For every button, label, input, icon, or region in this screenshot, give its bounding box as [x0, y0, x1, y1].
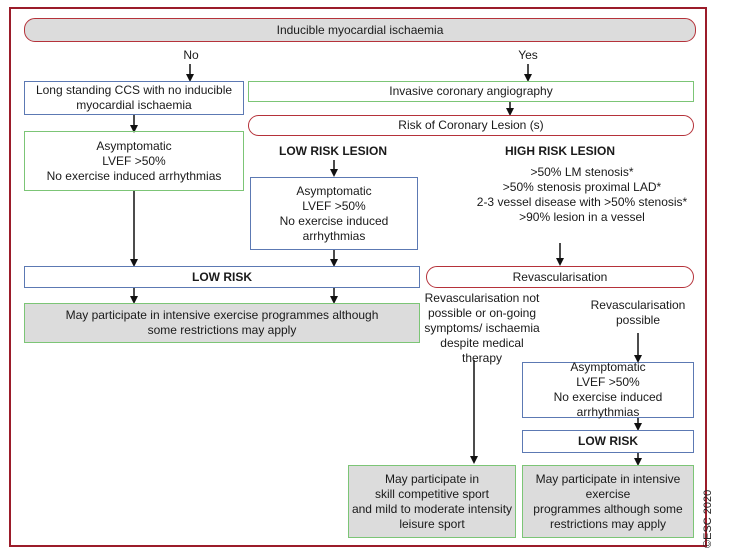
node-long-standing-ccs: Long standing CCS with no inducible myoc…: [24, 81, 244, 115]
node-invasive-angiography: Invasive coronary angiography: [248, 81, 694, 102]
node-low-risk-right: LOW RISK: [522, 430, 694, 453]
node-may-participate-intensive-left: May participate in intensive exercise pr…: [24, 303, 420, 343]
label-no: No: [183, 48, 199, 62]
node-revasc-possible: Revascularisation possible: [590, 298, 686, 327]
node-asymptomatic-left: Asymptomatic LVEF >50% No exercise induc…: [24, 131, 244, 191]
node-high-risk-criteria: >50% LM stenosis* >50% stenosis proximal…: [476, 165, 688, 224]
node-inducible-ischaemia: Inducible myocardial ischaemia: [24, 18, 696, 42]
figure-frame: [9, 7, 707, 547]
node-revasc-not-possible: Revascularisation not possible or on-goi…: [424, 290, 540, 365]
node-asymptomatic-mid: Asymptomatic LVEF >50% No exercise induc…: [250, 177, 418, 250]
label-yes: Yes: [518, 48, 538, 62]
node-low-risk-main: LOW RISK: [24, 266, 420, 288]
node-skill-competitive-sport: May participate in skill competitive spo…: [348, 465, 516, 538]
node-revascularisation: Revascularisation: [426, 266, 694, 288]
node-low-risk-lesion: LOW RISK LESION: [279, 143, 387, 158]
node-asymptomatic-right: Asymptomatic LVEF >50% No exercise induc…: [522, 360, 694, 419]
copyright-text: ©ESC 2020: [702, 489, 714, 548]
node-risk-coronary-lesion: Risk of Coronary Lesion (s): [248, 115, 694, 136]
node-high-risk-lesion-title: HIGH RISK LESION: [504, 143, 615, 158]
node-may-participate-intensive-right: May participate in intensive exercise pr…: [522, 465, 694, 538]
